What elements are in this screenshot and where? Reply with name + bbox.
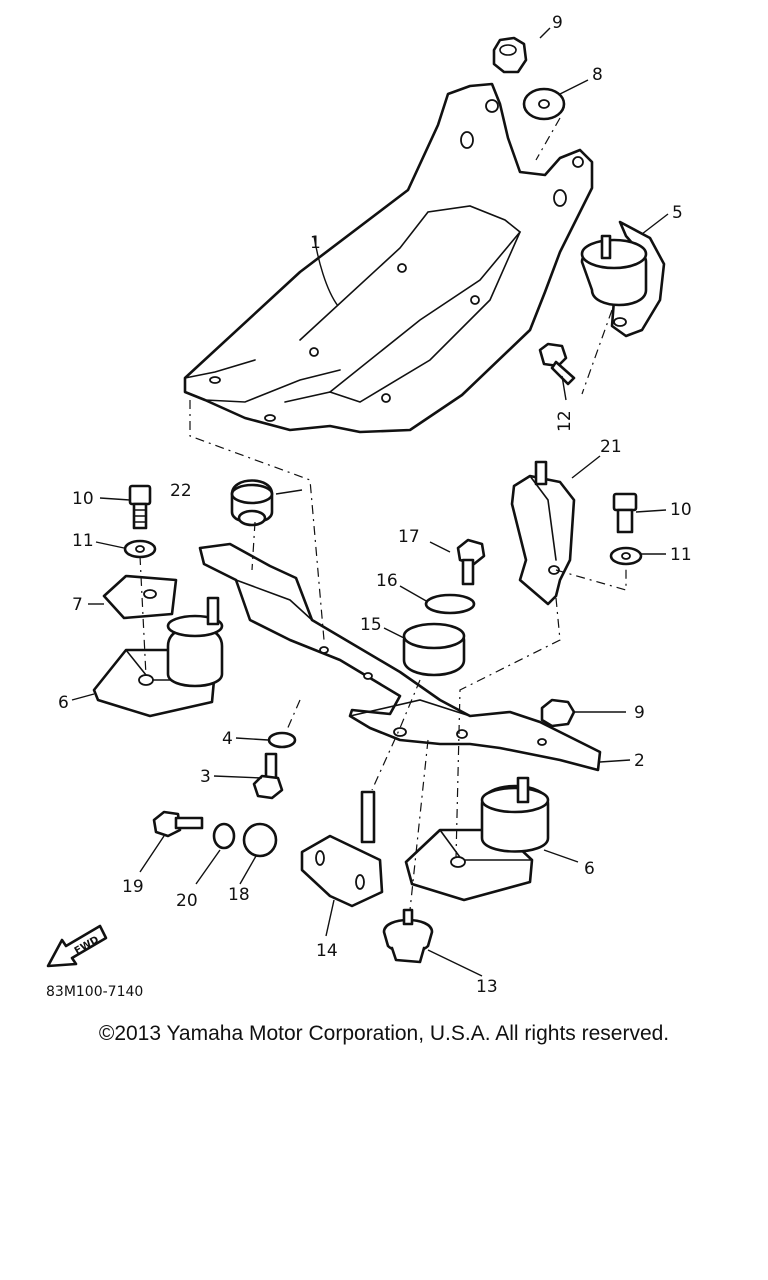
part-3-bolt (252, 752, 284, 800)
part-14-stud-bracket (300, 790, 384, 908)
callout-5: 5 (672, 203, 683, 223)
callout-17: 17 (398, 527, 420, 547)
part-1-skid-plate (183, 82, 594, 434)
callout-4: 4 (222, 729, 233, 749)
callout-1: 1 (310, 233, 321, 253)
callout-3: 3 (200, 767, 211, 787)
part-7-plate (102, 574, 178, 620)
callout-11-right: 11 (670, 545, 692, 565)
part-5-rubber-mount (580, 220, 666, 338)
callout-14: 14 (316, 941, 338, 961)
part-18-washer (242, 822, 278, 858)
copyright-notice: ©2013 Yamaha Motor Corporation, U.S.A. A… (98, 1022, 670, 1045)
callout-13: 13 (476, 977, 498, 997)
diagram-reference-code: 83M100-7140 (46, 984, 144, 1000)
callout-7: 7 (72, 595, 83, 615)
part-15-bushing (402, 622, 466, 677)
assembly-alignment-lines (139, 117, 627, 911)
part-21-bracket (510, 460, 576, 606)
callout-10-right: 10 (670, 500, 692, 520)
callout-2: 2 (634, 751, 645, 771)
callout-9-top: 9 (552, 13, 563, 33)
part-10-bolt-right (612, 492, 638, 534)
callout-12: 12 (555, 410, 575, 432)
engine-mount-parts-diagram: FWD (46, 13, 692, 997)
part-22-bushing (230, 479, 274, 527)
callout-6-left: 6 (58, 693, 69, 713)
leader-lines (71, 27, 669, 977)
part-2-cross-member (198, 542, 602, 772)
callout-9-lower: 9 (634, 703, 645, 723)
callout-15: 15 (360, 615, 382, 635)
part-11-washer-right (609, 546, 643, 566)
part-9-nut-lower (540, 698, 576, 728)
part-4-washer (267, 731, 297, 749)
callout-19: 19 (122, 877, 144, 897)
callout-22: 22 (170, 481, 192, 501)
part-13-flange-nut (382, 908, 434, 964)
part-10-bolt-left (128, 484, 152, 530)
part-12-bolt (538, 342, 576, 386)
part-20-washer (212, 822, 236, 850)
fwd-arrow-icon: FWD (46, 924, 108, 968)
part-9-nut-top (492, 36, 528, 74)
part-11-washer-left (123, 539, 157, 559)
callout-18: 18 (228, 885, 250, 905)
part-6-mount-left (92, 596, 224, 718)
callout-8: 8 (592, 65, 603, 85)
part-17-bolt (456, 538, 486, 586)
callout-6-right: 6 (584, 859, 595, 879)
callout-11-left: 11 (72, 531, 94, 551)
callout-21: 21 (600, 437, 622, 457)
part-6-mount-right (404, 776, 550, 902)
callout-labels: 1 2 3 4 5 6 6 7 8 9 9 10 10 11 11 12 13 … (58, 13, 692, 997)
callout-16: 16 (376, 571, 398, 591)
callout-10-left: 10 (72, 489, 94, 509)
part-8-washer-top (522, 87, 566, 121)
part-16-washer (424, 593, 476, 615)
part-19-bolt (152, 810, 204, 838)
callout-20: 20 (176, 891, 198, 911)
